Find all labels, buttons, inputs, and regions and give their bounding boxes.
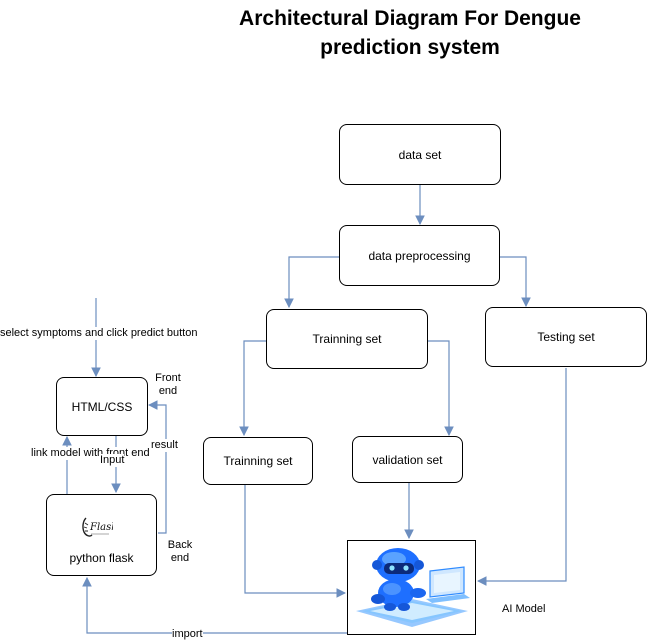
edge-trainning-validation — [427, 340, 449, 435]
edge-testing-ai — [478, 368, 567, 581]
edge-ai-flask-import — [87, 578, 347, 634]
node-data-set-label: data set — [398, 147, 442, 162]
node-html-css-label: HTML/CSS — [71, 399, 133, 414]
title-line-1: Architectural Diagram For Dengue — [239, 7, 581, 30]
label-select-symptoms: select symptoms and click predict button — [0, 327, 198, 340]
label-front-end-line1: Front — [155, 372, 181, 384]
node-trainning-set-top: Trainning set — [266, 309, 428, 369]
node-trainning-set-bottom-label: Trainning set — [223, 454, 293, 468]
node-trainning-set-top-label: Trainning set — [312, 332, 382, 346]
node-testing-set-label: Testing set — [537, 330, 595, 344]
node-python-flask-label: python flask — [69, 551, 134, 565]
node-testing-set: Testing set — [485, 307, 647, 367]
node-data-preprocessing: data preprocessing — [339, 225, 500, 286]
label-result: result — [151, 439, 178, 452]
label-back-end-line2: end — [170, 552, 190, 564]
edge-preprocessing-testing — [500, 256, 526, 306]
node-data-set: data set — [339, 124, 501, 185]
label-front-end-line2: end — [158, 385, 178, 397]
label-link-model-line1: link model — [31, 447, 81, 460]
title-line-2: prediction system — [320, 36, 500, 59]
label-link-model: link model with front end — [31, 447, 150, 460]
edge-preprocessing-trainning — [289, 256, 340, 307]
edge-flask-html-result — [149, 405, 167, 534]
edge-trainning-ai — [244, 485, 345, 593]
flask-logo-text: Flask — [89, 522, 113, 533]
label-input: Input — [100, 454, 125, 467]
label-back-end-line1: Back — [167, 539, 193, 551]
node-validation-set-label: validation set — [372, 452, 443, 467]
robot-ai-icon — [356, 548, 470, 627]
node-html-css: HTML/CSS — [56, 377, 148, 436]
edge-trainning-trainning — [244, 340, 266, 435]
label-front-end: Front end — [150, 372, 186, 398]
label-ai-model: AI Model — [502, 603, 546, 616]
label-import: import — [172, 628, 203, 641]
label-back-end: Back end — [163, 539, 197, 565]
node-trainning-set-bottom: Trainning set — [203, 437, 313, 485]
diagram-title: Architectural Diagram For Dengue predict… — [180, 4, 640, 62]
node-validation-set: validation set — [352, 436, 463, 483]
node-data-preprocessing-label: data preprocessing — [368, 248, 471, 263]
node-ai-model — [347, 540, 476, 635]
flask-logo-icon: Flask — [82, 517, 113, 537]
node-python-flask — [46, 494, 157, 576]
